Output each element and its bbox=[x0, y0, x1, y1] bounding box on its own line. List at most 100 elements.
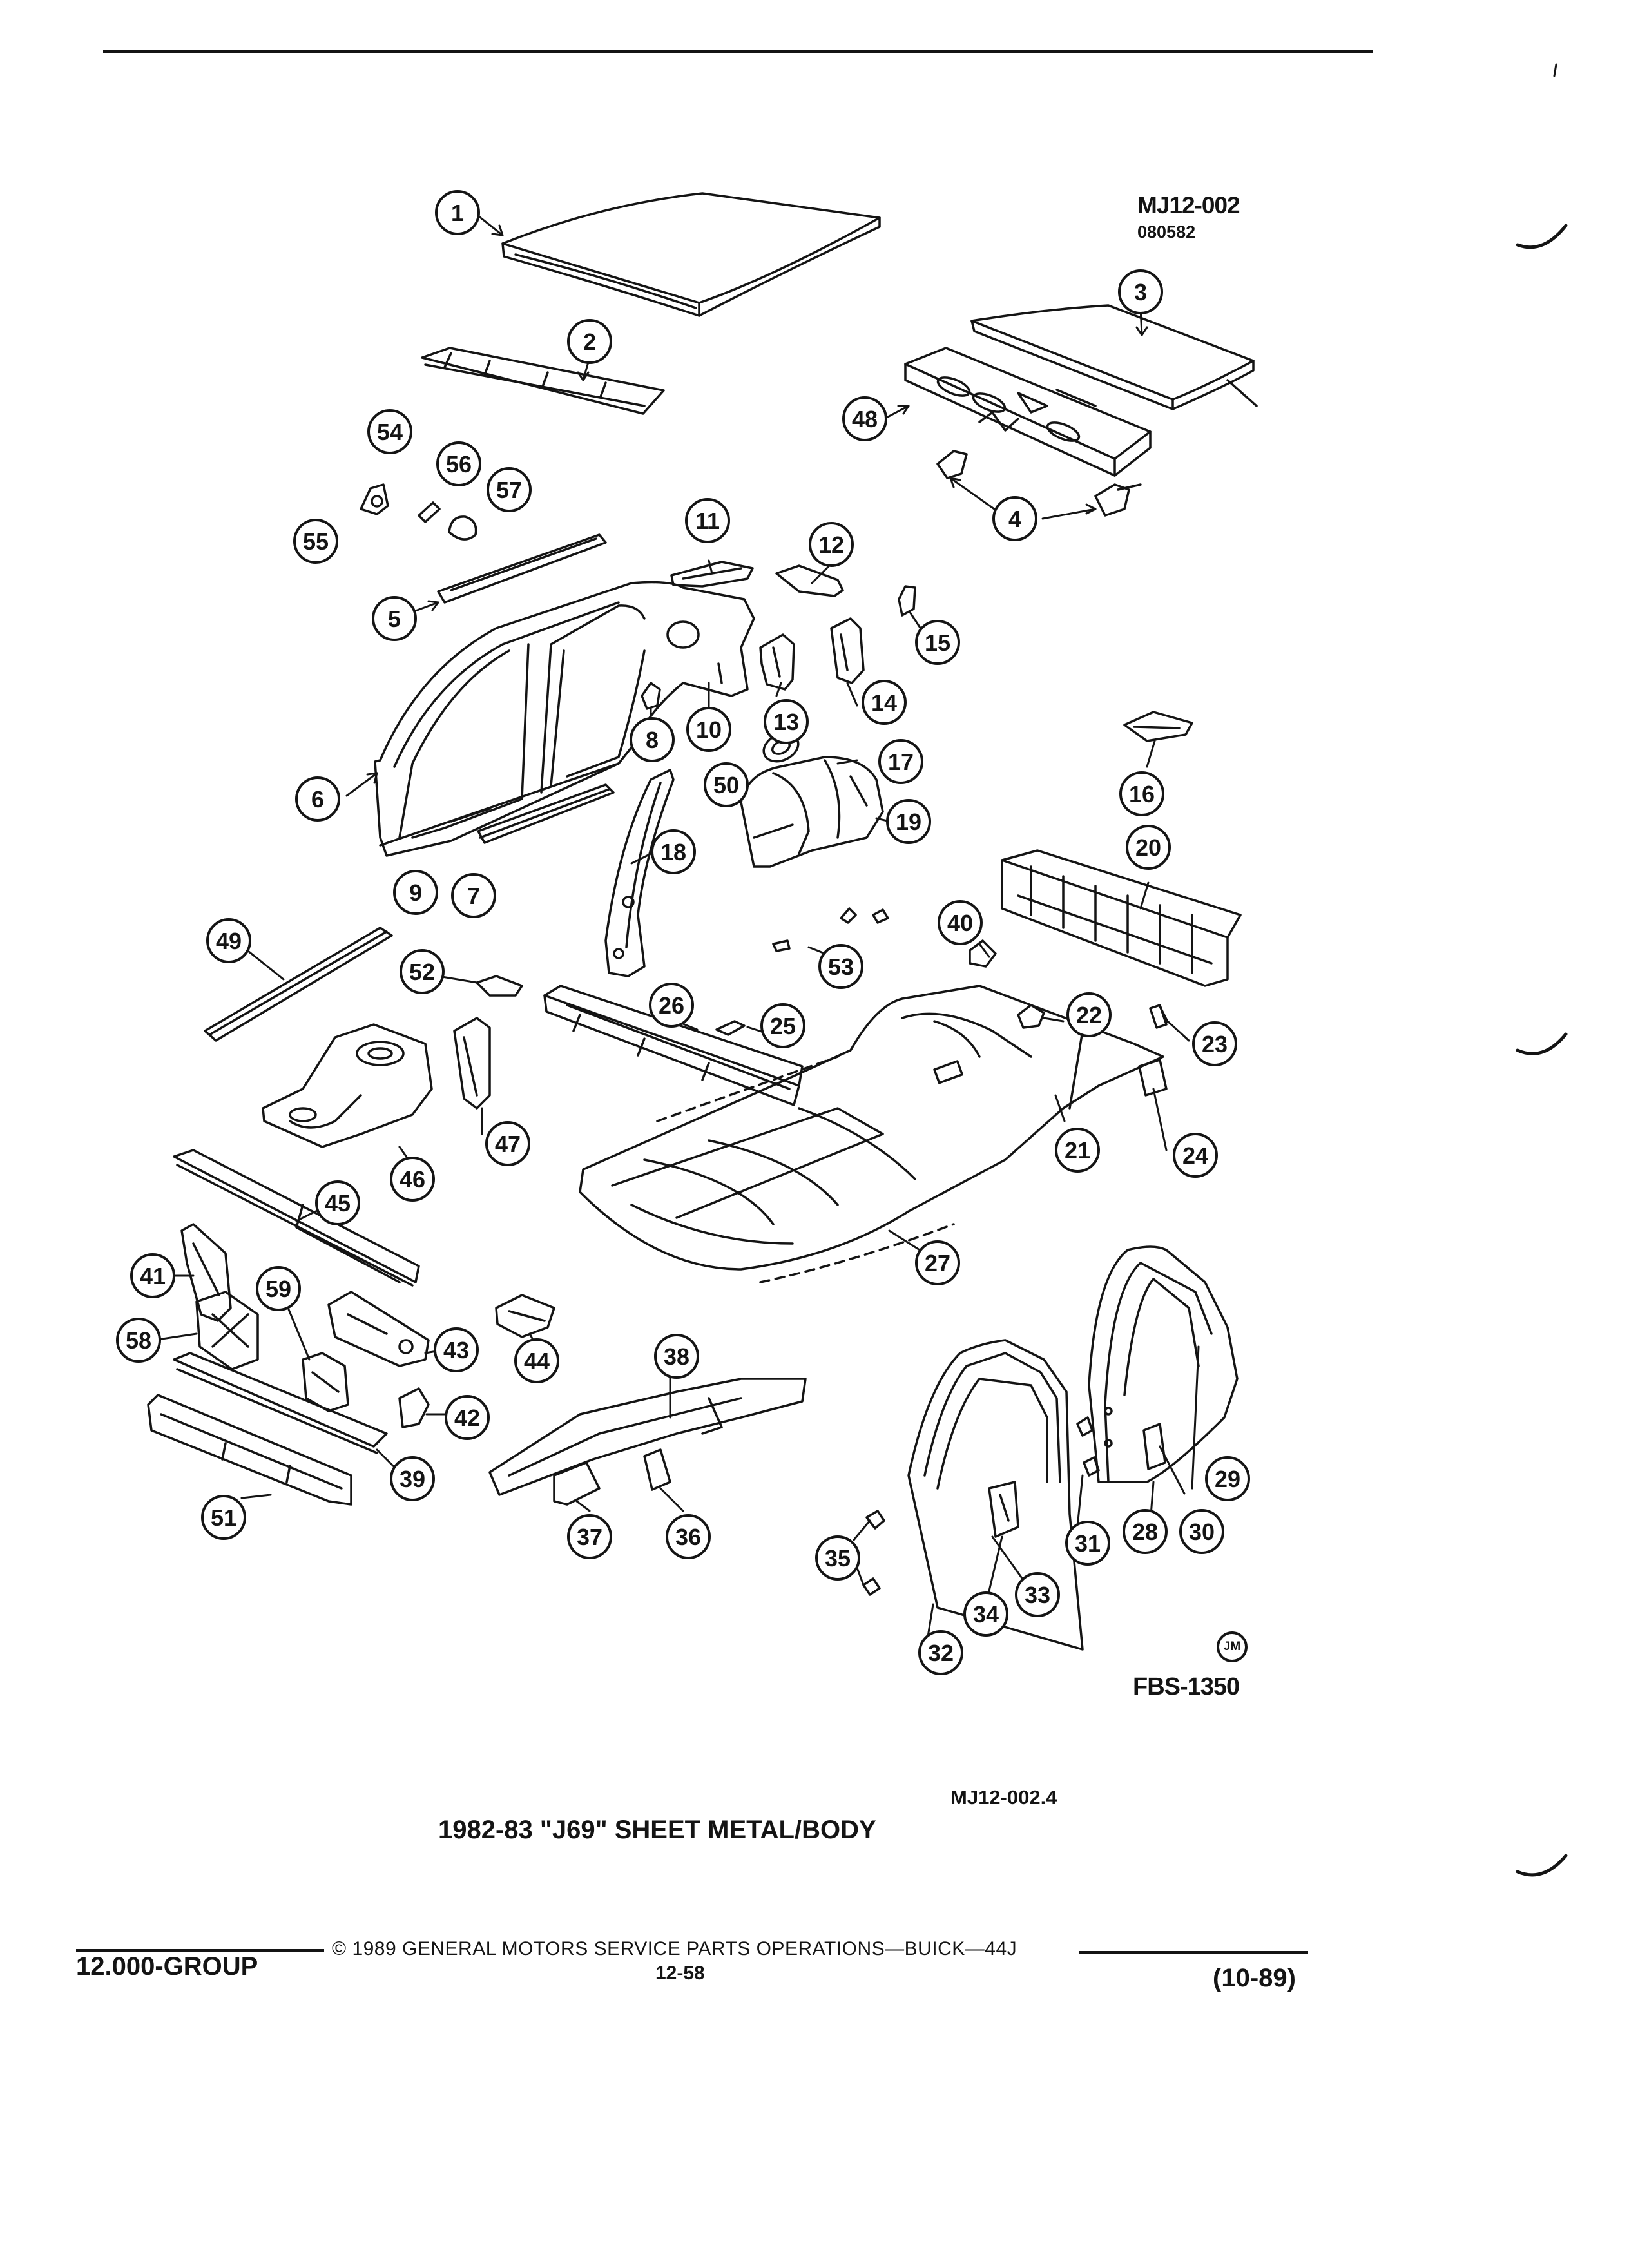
callout-37: 37 bbox=[567, 1514, 612, 1559]
part-31 bbox=[1076, 1416, 1100, 1477]
callout-2: 2 bbox=[567, 319, 612, 364]
part-cowl bbox=[543, 985, 804, 1106]
part-43 bbox=[327, 1291, 430, 1367]
callout-55: 55 bbox=[293, 519, 338, 564]
footer-rule-right bbox=[1079, 1951, 1308, 1954]
callout-30: 30 bbox=[1179, 1509, 1224, 1554]
callout-label: 15 bbox=[925, 629, 950, 656]
callout-label: 12 bbox=[818, 532, 844, 558]
part-23 bbox=[1149, 1004, 1169, 1029]
callout-label: 36 bbox=[675, 1524, 701, 1550]
figure-id: MJ12-002.4 bbox=[950, 1786, 1057, 1809]
part-37 bbox=[553, 1461, 601, 1506]
callout-32: 32 bbox=[918, 1630, 963, 1675]
part-51 bbox=[147, 1394, 352, 1506]
part-8 bbox=[641, 682, 661, 710]
callout-label: 42 bbox=[454, 1405, 480, 1431]
part-radiator-support bbox=[173, 1149, 420, 1287]
callout-13: 13 bbox=[764, 699, 809, 744]
part-floor-pan bbox=[579, 985, 1164, 1283]
callout-7: 7 bbox=[451, 873, 496, 918]
callout-46: 46 bbox=[390, 1157, 435, 1202]
callout-label: 32 bbox=[928, 1640, 954, 1666]
part-36 bbox=[643, 1448, 671, 1491]
callout-label: 13 bbox=[773, 709, 799, 735]
callout-label: 22 bbox=[1076, 1002, 1102, 1028]
part-wheelhouse bbox=[740, 756, 884, 868]
callout-25: 25 bbox=[760, 1003, 805, 1048]
callout-label: 25 bbox=[770, 1013, 796, 1039]
callout-label: 57 bbox=[496, 477, 522, 503]
callout-label: 21 bbox=[1065, 1137, 1090, 1164]
callout-15: 15 bbox=[915, 620, 960, 665]
callout-label: 44 bbox=[524, 1348, 550, 1374]
callout-51: 51 bbox=[201, 1495, 246, 1540]
callout-21: 21 bbox=[1055, 1128, 1100, 1173]
callout-29: 29 bbox=[1205, 1456, 1250, 1501]
callout-label: 6 bbox=[311, 786, 324, 812]
callout-label: 5 bbox=[388, 606, 401, 632]
callout-label: 10 bbox=[696, 716, 722, 743]
callout-20: 20 bbox=[1126, 825, 1171, 870]
part-rocker-inner bbox=[477, 783, 615, 844]
callout-label: 4 bbox=[1008, 506, 1021, 532]
callout-label: 28 bbox=[1132, 1519, 1158, 1545]
part-25 bbox=[715, 1020, 746, 1036]
callout-label: 8 bbox=[646, 727, 659, 753]
part-40 bbox=[969, 939, 997, 968]
callout-1: 1 bbox=[435, 190, 480, 235]
figure-title: 1982-83 "J69" SHEET METAL/BODY bbox=[438, 1816, 876, 1844]
callout-6: 6 bbox=[295, 776, 340, 822]
part-front-rail bbox=[488, 1378, 807, 1496]
callout-label: 1 bbox=[451, 200, 464, 226]
fbs-code: FBS-1350 bbox=[1133, 1673, 1240, 1700]
callout-53: 53 bbox=[818, 944, 863, 989]
callout-18: 18 bbox=[651, 829, 696, 874]
callout-label: 53 bbox=[828, 954, 854, 980]
callout-35: 35 bbox=[815, 1535, 860, 1581]
callout-label: 58 bbox=[126, 1327, 151, 1354]
callout-42: 42 bbox=[445, 1395, 490, 1440]
callout-34: 34 bbox=[963, 1591, 1008, 1637]
callout-49: 49 bbox=[206, 918, 251, 963]
callout-label: 37 bbox=[577, 1524, 602, 1550]
callout-48: 48 bbox=[842, 396, 887, 441]
callout-label: 30 bbox=[1189, 1519, 1215, 1545]
part-windshield-header bbox=[421, 347, 665, 415]
callout-17: 17 bbox=[878, 739, 923, 784]
callout-label: 31 bbox=[1075, 1530, 1101, 1557]
callout-label: 14 bbox=[871, 689, 897, 716]
part-22 bbox=[1017, 1004, 1045, 1029]
callout-label: 19 bbox=[896, 809, 921, 835]
callout-label: 49 bbox=[216, 928, 242, 954]
callout-label: 56 bbox=[446, 451, 472, 477]
part-12 bbox=[775, 564, 844, 597]
callout-33: 33 bbox=[1015, 1572, 1060, 1617]
part-58 bbox=[195, 1291, 259, 1370]
callout-label: 48 bbox=[852, 406, 878, 432]
part-49 bbox=[204, 927, 393, 1042]
callout-label: 24 bbox=[1182, 1142, 1208, 1169]
callout-58: 58 bbox=[116, 1318, 161, 1363]
callout-47: 47 bbox=[485, 1121, 530, 1166]
part-15 bbox=[898, 585, 916, 617]
callout-label: 46 bbox=[400, 1166, 425, 1193]
callout-label: 55 bbox=[303, 528, 329, 555]
callout-label: 26 bbox=[659, 992, 684, 1019]
part-44 bbox=[495, 1294, 555, 1338]
callout-24: 24 bbox=[1173, 1133, 1218, 1178]
callout-label: 47 bbox=[495, 1131, 521, 1157]
part-52 bbox=[476, 975, 523, 997]
callout-label: 50 bbox=[713, 772, 739, 798]
callout-56: 56 bbox=[436, 441, 481, 486]
part-roof-rail bbox=[437, 533, 607, 604]
revision-date: (10-89) bbox=[1213, 1964, 1296, 1992]
callout-44: 44 bbox=[514, 1338, 559, 1383]
callout-31: 31 bbox=[1065, 1521, 1110, 1566]
part-rear-door bbox=[1088, 1245, 1239, 1483]
callout-label: 33 bbox=[1025, 1582, 1050, 1608]
callout-45: 45 bbox=[315, 1180, 360, 1225]
